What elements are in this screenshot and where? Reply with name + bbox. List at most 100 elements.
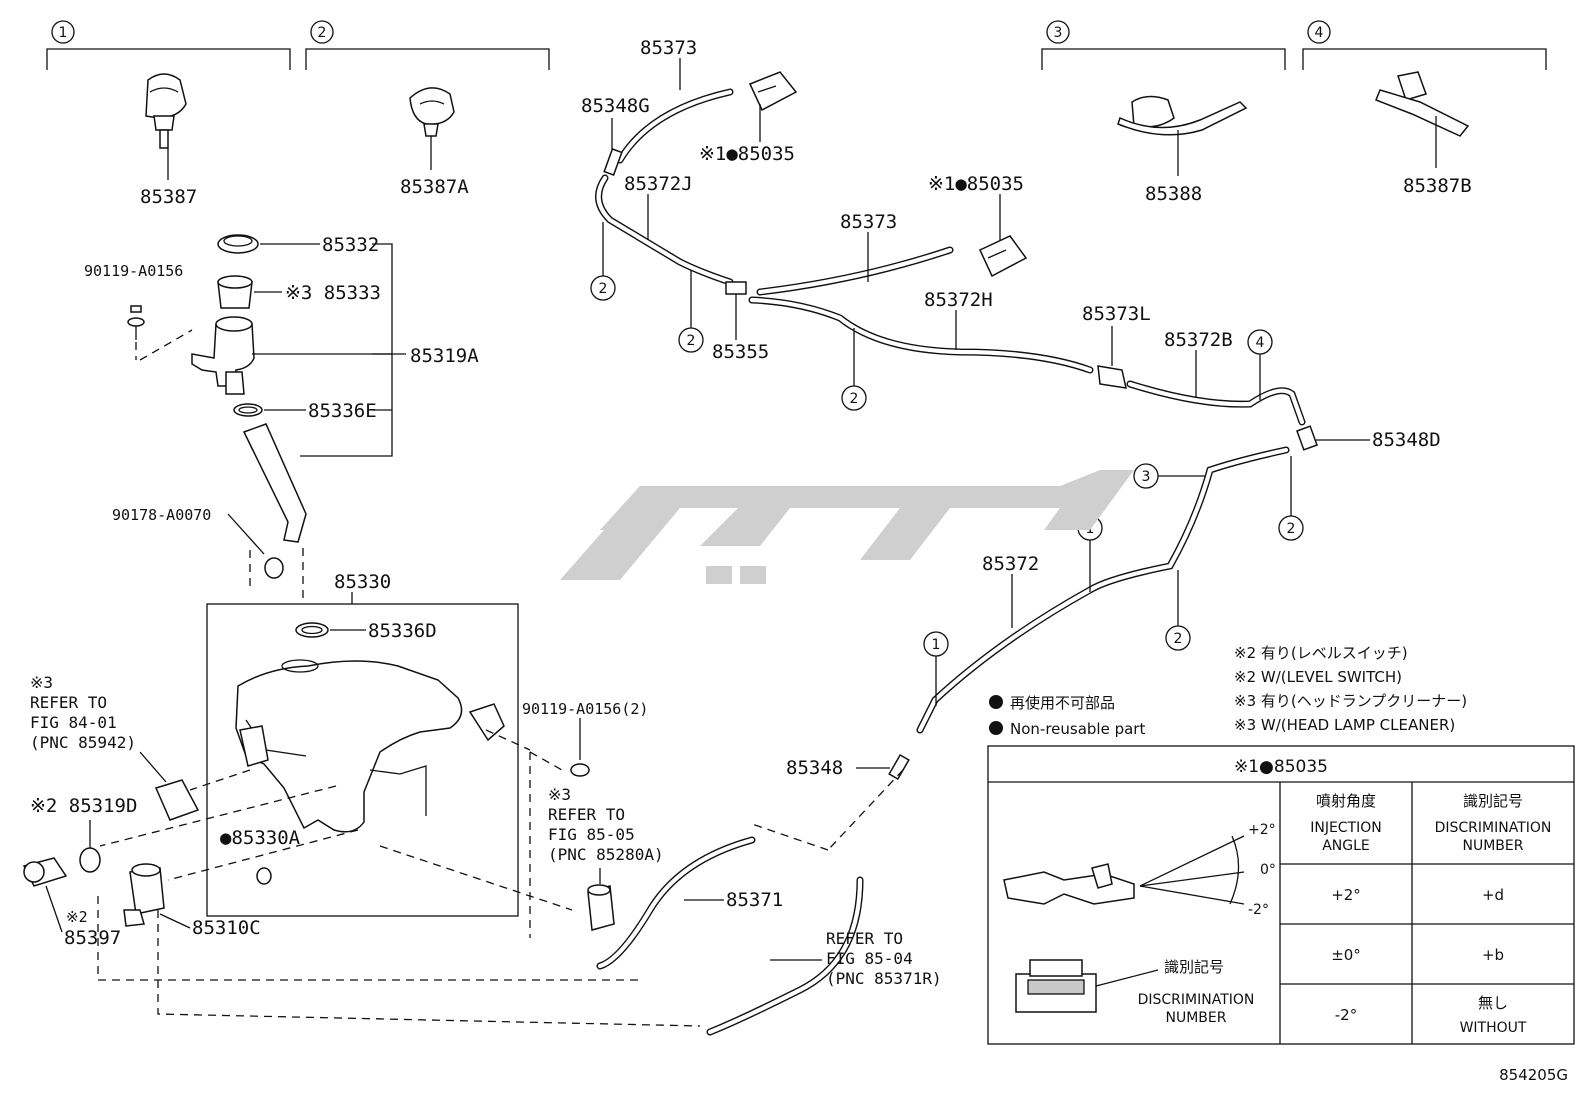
label-85372J: 85372J <box>624 173 693 195</box>
ref1-line3: (PNC 85942) <box>30 733 136 752</box>
row2-mark: +b <box>1482 946 1504 964</box>
joint-85348G <box>603 118 623 176</box>
legend-note3-en: ※3 W/(HEAD LAMP CLEANER) <box>1234 716 1455 734</box>
label-85372B: 85372B <box>1164 329 1233 351</box>
ref2-note: ※3 <box>548 785 571 804</box>
section-1-header: 1 <box>46 20 291 70</box>
ref1-line2: FIG 84-01 <box>30 713 117 732</box>
label-90119-A0156-2: 90119-A0156(2) <box>522 700 648 718</box>
col-angle-en-a: INJECTION <box>1310 820 1382 836</box>
label-85319D: ※2 85319D <box>30 795 137 817</box>
label-85035-b: ※1●85035 <box>928 173 1024 195</box>
ring-85336D <box>295 622 366 638</box>
filler-pipe <box>242 423 307 543</box>
table-title: ※1●85035 <box>1234 757 1328 777</box>
col-disc-en-b: NUMBER <box>1463 838 1524 854</box>
label-85355: 85355 <box>712 341 769 363</box>
legend-note2-en: ※2 W/(LEVEL SWITCH) <box>1234 668 1402 686</box>
nozzle-85035-b <box>979 235 1028 278</box>
fig-zero: 0° <box>1260 862 1276 878</box>
level-switch-85397 <box>22 857 68 933</box>
label-90178-A0070: 90178-A0070 <box>112 506 211 524</box>
filler-cap-85332 <box>217 234 320 254</box>
connector-85373L <box>1097 326 1127 389</box>
svg-text:2: 2 <box>850 391 859 407</box>
hose-85371R <box>706 876 864 1036</box>
label-85348: 85348 <box>786 757 843 779</box>
clamp-85388: 85388 <box>1117 95 1248 205</box>
svg-text:2: 2 <box>687 333 696 349</box>
grommet-90178-A0070 <box>227 513 284 579</box>
disc-label-jp: 識別記号 <box>1164 958 1224 976</box>
row1-mark: +d <box>1482 886 1504 904</box>
label-85397-note: ※2 <box>66 908 88 926</box>
svg-text:2: 2 <box>318 25 327 41</box>
label-85319A: 85319A <box>410 345 479 367</box>
svg-text:2: 2 <box>1287 521 1296 537</box>
label-85373L: 85373L <box>1082 303 1151 325</box>
nozzle-marking-figure: 識別記号 DISCRIMINATION NUMBER <box>1015 958 1255 1026</box>
grommet-85319D <box>79 820 101 873</box>
pump-grommet-85330A <box>256 867 272 885</box>
clamp-mark-2-e: 2 <box>1165 570 1191 651</box>
ref2-line1: REFER TO <box>548 805 625 824</box>
hose-85373-mid <box>756 246 954 296</box>
joint-85348D <box>1296 425 1370 451</box>
ref1-line1: REFER TO <box>30 693 107 712</box>
headlamp-cleaner-pump <box>139 751 200 821</box>
hose-85372J <box>595 174 734 286</box>
label-85371: 85371 <box>726 889 783 911</box>
clamp-mark-2-b: 2 <box>678 270 704 353</box>
headlamp-pump-85280A <box>587 868 615 931</box>
col-angle-en-b: ANGLE <box>1322 838 1370 854</box>
legend-nonreuse-en: Non-reusable part <box>1010 720 1145 738</box>
clamp-85387: 85387 <box>140 73 197 208</box>
hose-85373-top <box>616 88 734 164</box>
reservoir-assembly-box <box>206 603 519 917</box>
label-85310C: 85310C <box>192 917 261 939</box>
ref2-line3: (PNC 85280A) <box>548 845 664 864</box>
label-85348D: 85348D <box>1372 429 1441 451</box>
clamp-mark-2-a: 2 <box>590 222 616 301</box>
label-85336E: 85336E <box>308 400 377 422</box>
section-3-header: 3 <box>1041 20 1286 70</box>
svg-text:1: 1 <box>932 637 941 653</box>
svg-text:3: 3 <box>1054 25 1063 41</box>
clamp-85387A: 85387A <box>400 87 469 198</box>
col-disc-jp: 識別記号 <box>1463 792 1523 810</box>
clamp-mark-2-c: 2 <box>841 328 867 411</box>
label-85348G: 85348G <box>581 95 650 117</box>
watermark-logo <box>452 470 1134 584</box>
ref3-line3: (PNC 85371R) <box>826 969 942 988</box>
clamp-85387B: 85387B <box>1375 71 1472 197</box>
bolt-90119-A0156-2 <box>570 718 590 777</box>
section-2-header: 2 <box>305 20 550 70</box>
row2-angle: ±0° <box>1331 946 1361 964</box>
svg-text:1: 1 <box>59 25 68 41</box>
filler-neck-85319A <box>191 316 406 395</box>
clamp-mark-2-d: 2 <box>1278 456 1304 541</box>
strainer-85333 <box>217 275 282 309</box>
row3-mark-en: WITHOUT <box>1460 1020 1527 1036</box>
label-85397: 85397 <box>64 927 121 949</box>
label-85372H: 85372H <box>924 289 993 311</box>
label-85388: 85388 <box>1145 183 1202 205</box>
svg-text:4: 4 <box>1256 335 1265 351</box>
figure-code: 854205G <box>1499 1066 1568 1084</box>
label-85332: 85332 <box>322 234 379 256</box>
hose-85372H <box>748 296 1094 374</box>
disc-label-en-a: DISCRIMINATION <box>1138 992 1255 1008</box>
section-4-header: 4 <box>1302 20 1547 70</box>
nozzle-spray-figure: +2° 0° -2° <box>1003 822 1276 918</box>
ref1-note: ※3 <box>30 673 53 692</box>
joint-85348 <box>856 753 910 781</box>
legend-note2-jp: ※2 有り(レベルスイッチ) <box>1234 644 1408 662</box>
ref2-line2: FIG 85-05 <box>548 825 635 844</box>
svg-text:2: 2 <box>599 281 608 297</box>
col-angle-jp: 噴射角度 <box>1316 792 1376 810</box>
label-85387: 85387 <box>140 186 197 208</box>
washer-reservoir-tank <box>235 659 505 833</box>
label-85372: 85372 <box>982 553 1039 575</box>
row1-angle: +2° <box>1331 886 1361 904</box>
svg-text:2: 2 <box>1174 631 1183 647</box>
